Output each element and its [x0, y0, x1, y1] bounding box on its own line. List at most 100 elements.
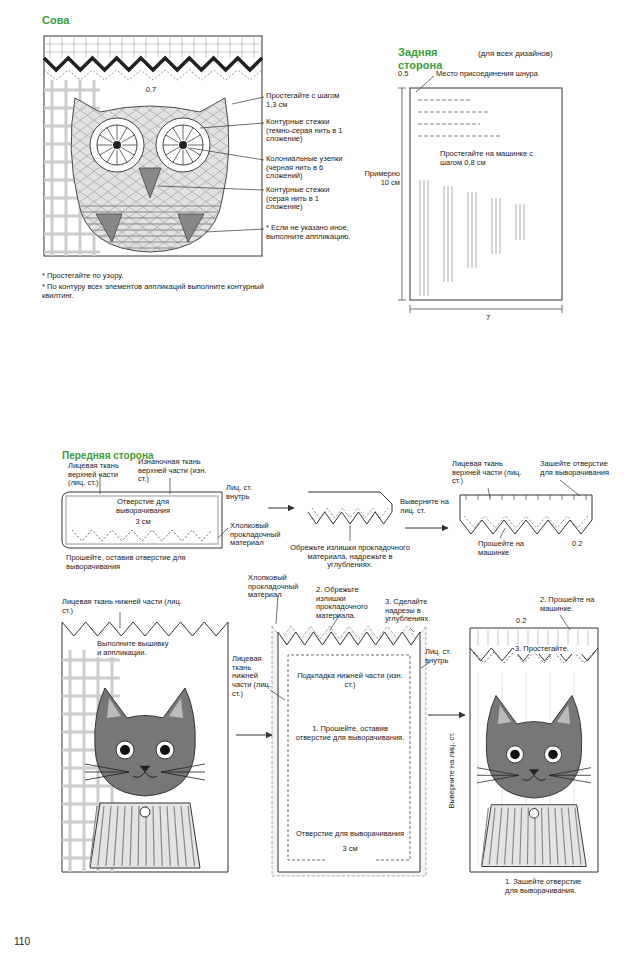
- whisker: [549, 768, 591, 776]
- annotation-label: Отверстие для выворачивания: [294, 830, 406, 839]
- whisker: [549, 775, 591, 783]
- leader-line: [120, 612, 121, 628]
- annotation-label: 0.5: [398, 70, 418, 79]
- stripe-line: [114, 806, 118, 866]
- stripe-line: [548, 808, 550, 865]
- quilting-line: [428, 180, 429, 296]
- eye-spoke: [107, 149, 115, 162]
- owl-eye: [90, 118, 144, 172]
- plaid-line: [110, 36, 111, 58]
- fabric-outline: [44, 36, 262, 256]
- annotation-label: Лиц. ст. внутрь: [226, 484, 266, 501]
- stripe-line: [106, 806, 111, 866]
- lattice-line: [0, 100, 20, 260]
- quilting-line: [424, 180, 425, 296]
- french-knot: [113, 141, 121, 149]
- stripe-line: [130, 806, 132, 866]
- plaid-line: [588, 630, 589, 646]
- plaid-line: [51, 80, 54, 256]
- plaid-line: [194, 36, 195, 58]
- plaid-line: [558, 630, 559, 646]
- cat-eye: [156, 741, 174, 759]
- stitch-tick: [478, 495, 479, 500]
- plaid-line: [508, 630, 509, 646]
- quilting-line: [44, 70, 262, 80]
- cat-nose: [529, 770, 539, 776]
- eye-spoke: [173, 128, 181, 141]
- leader-line: [218, 528, 228, 538]
- stitch-tick: [538, 495, 539, 500]
- quilting-line: [520, 204, 521, 240]
- annotation-label: Примерно 10 см: [362, 170, 400, 187]
- quilting-line: [418, 112, 490, 113]
- annotation-label: Колониальные узелки (черная нить в 6 сло…: [266, 155, 346, 181]
- annotation-label: Выполните вышивку и аппликации.: [96, 640, 174, 657]
- stitch-tick: [466, 495, 467, 500]
- stripe-line: [562, 808, 566, 865]
- lattice-line: [0, 100, 24, 260]
- cat-pupil: [548, 750, 558, 760]
- annotation-label: Зашейте отверстие для выворачивания: [540, 460, 620, 477]
- plaid-line: [538, 630, 539, 646]
- stripe-line: [527, 808, 529, 865]
- plaid-line: [74, 36, 75, 58]
- cat-pupil: [120, 745, 130, 755]
- cat-body: [482, 805, 587, 867]
- eye-spoke: [187, 135, 200, 143]
- annotation-label: 110: [14, 936, 44, 948]
- lattice-line: [0, 100, 34, 260]
- leader-line: [190, 148, 264, 160]
- annotation-label: 7: [486, 314, 496, 323]
- plaid-line: [242, 36, 243, 58]
- owl-eye: [163, 125, 203, 165]
- annotation-label: * Если не указано иное, выполните апплик…: [266, 224, 358, 241]
- plaid-line: [206, 36, 207, 58]
- annotation-label: 2. Обрежьте излишки прокладочного матери…: [316, 586, 382, 621]
- stripe-line: [60, 242, 240, 243]
- eye-spoke: [186, 128, 194, 141]
- plaid-line: [498, 630, 499, 646]
- annotation-label: Сова: [42, 14, 102, 27]
- stripe-line: [122, 806, 125, 866]
- stripe-line: [60, 224, 240, 225]
- owl-eye: [97, 125, 137, 165]
- stripe-line: [167, 806, 170, 866]
- lining-outline: [278, 632, 420, 872]
- back-outline: [410, 88, 562, 300]
- fabric-outline: [470, 628, 598, 872]
- annotation-label: Отверстие для выворачивания: [107, 498, 179, 515]
- cat-head: [486, 696, 582, 799]
- stripe-line: [60, 212, 240, 213]
- zigzag-band: [44, 58, 262, 70]
- stitch-line: [72, 530, 212, 541]
- plaid-line: [44, 233, 100, 236]
- cat-ear: [498, 705, 511, 724]
- eye-spoke: [188, 145, 203, 146]
- collar-bell: [140, 807, 150, 817]
- whisker: [85, 772, 129, 780]
- cat-eye: [506, 746, 523, 763]
- owl-wing: [96, 214, 122, 242]
- cat-applique: [85, 688, 205, 868]
- quilting-line: [524, 204, 525, 240]
- eye-spoke: [107, 128, 115, 141]
- leader-line: [560, 615, 570, 630]
- owl-beak: [139, 168, 161, 198]
- plaid-line: [62, 659, 120, 662]
- annotation-label: Контурные стежки (темно-серая нить в 1 с…: [266, 118, 346, 144]
- back-figure: [398, 76, 562, 313]
- stitch-line: [312, 508, 388, 518]
- owl-wing: [178, 214, 204, 242]
- whisker: [161, 764, 205, 772]
- plaid-line: [134, 36, 135, 58]
- leader-line: [416, 76, 434, 92]
- batting-outline: [272, 626, 426, 876]
- stripe-line: [98, 806, 104, 866]
- quilting-line: [444, 186, 445, 282]
- quilting-line: [418, 136, 500, 137]
- annotation-label: * Простегайте по узору.: [42, 272, 272, 281]
- dimension-line: [402, 88, 403, 300]
- cat-ear: [557, 705, 570, 724]
- annotation-label: Простегайте с шагом 1,3 см: [266, 92, 346, 109]
- plaid-line: [528, 630, 529, 646]
